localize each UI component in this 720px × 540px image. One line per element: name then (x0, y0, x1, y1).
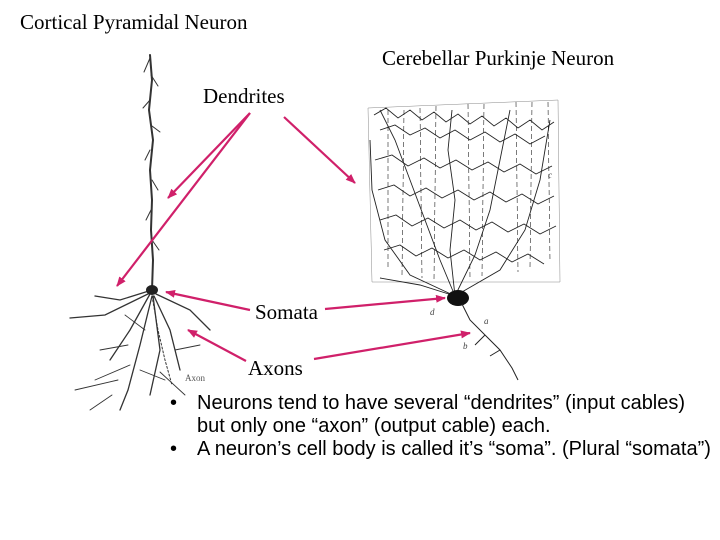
bullet-item: • A neuron’s cell body is called it’s “s… (168, 438, 713, 461)
purkinje-mark-a: a (484, 316, 489, 326)
bullet-item: • Neurons tend to have several “dendrite… (168, 392, 713, 438)
axons-arrow-right (313, 330, 471, 361)
bullet-dot-icon: • (170, 438, 178, 460)
pyramidal-neuron (69, 54, 211, 411)
pyramidal-axon (151, 295, 173, 386)
pyramidal-soma (146, 285, 158, 295)
bullet-dot-icon: • (170, 392, 178, 414)
apical-dendrite (147, 54, 155, 291)
arrow-group (116, 112, 471, 362)
somata-arrow-left (165, 289, 251, 312)
purkinje-mark-b: b (463, 341, 468, 351)
dendrites-arrow-right (283, 116, 356, 184)
purkinje-dendritic-tree (367, 99, 561, 297)
purkinje-soma (447, 290, 469, 306)
pyramidal-axon-mark: Axon (185, 373, 205, 383)
pyramidal-neuron-title: Cortical Pyramidal Neuron (20, 10, 248, 34)
dendrites-arrow-left-lower (116, 112, 251, 287)
purkinje-neuron (367, 99, 561, 381)
purkinje-axon (461, 303, 519, 381)
somata-arrow-right (324, 294, 446, 311)
bullet-list: • Neurons tend to have several “dendrite… (168, 392, 713, 461)
purkinje-mark-d: d (430, 307, 435, 317)
somata-label: Somata (255, 300, 318, 324)
purkinje-mark-c: c (548, 170, 552, 180)
dendrites-label: Dendrites (203, 84, 285, 108)
axons-arrow-left (187, 329, 247, 362)
dendrites-arrow-left (167, 112, 251, 199)
bullet-text: A neuron’s cell body is called it’s “som… (197, 438, 711, 460)
bullet-text: Neurons tend to have several “dendrites”… (197, 392, 686, 437)
purkinje-neuron-title: Cerebellar Purkinje Neuron (382, 46, 615, 70)
axons-label: Axons (248, 356, 303, 380)
